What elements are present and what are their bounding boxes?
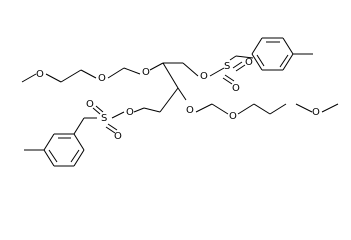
atom-o-mem-ether1: O <box>36 69 44 80</box>
bond <box>232 61 243 69</box>
bond <box>107 123 118 131</box>
atom-o-mem-ether2: O <box>98 73 106 84</box>
atom-o-ts-upper: O <box>200 71 208 82</box>
bond <box>111 111 125 119</box>
bond <box>269 103 287 115</box>
bond <box>282 37 294 55</box>
bond <box>222 77 233 85</box>
bond <box>105 126 116 134</box>
bond <box>253 103 271 115</box>
bond <box>295 103 313 113</box>
atom-o-mem2-ether1: O <box>229 111 237 122</box>
atom-o-ts-lower: O <box>126 107 134 118</box>
bond <box>95 105 104 113</box>
bond <box>235 64 246 72</box>
bond <box>162 62 179 89</box>
atom-o-mem2-ether2: O <box>312 107 320 118</box>
bond <box>224 74 235 82</box>
bond <box>92 107 101 115</box>
bond <box>60 69 82 83</box>
bond <box>43 133 55 151</box>
bond <box>45 73 62 83</box>
bond <box>321 103 339 113</box>
bond <box>159 87 179 113</box>
bonds <box>21 37 339 167</box>
bond <box>177 87 187 101</box>
atom-o-s-upper-a: O <box>232 83 240 94</box>
atom-o-s-lower-b: O <box>114 131 122 142</box>
bond <box>133 107 145 113</box>
bond <box>209 67 225 77</box>
bond <box>279 54 289 68</box>
atom-labels: O O O O S O O O S O O O O O <box>36 57 320 142</box>
bond <box>195 103 213 113</box>
bond <box>251 53 263 71</box>
bond <box>21 73 37 83</box>
bond <box>251 37 263 55</box>
bond <box>73 149 85 167</box>
bond <box>211 103 229 115</box>
bond <box>70 149 80 163</box>
bond <box>149 62 164 71</box>
bond <box>80 69 97 79</box>
bond <box>43 149 55 167</box>
bond <box>229 55 237 61</box>
atom-o-c2: O <box>142 67 150 78</box>
bond <box>235 55 254 59</box>
bond <box>48 149 58 163</box>
structure-svg: O O O O S O O O S O O O O O <box>21 37 339 167</box>
atom-o-s-upper-b: O <box>245 57 253 68</box>
bond <box>73 133 85 151</box>
bond <box>237 103 255 115</box>
atom-o-c3: O <box>186 105 194 116</box>
bond <box>143 107 161 113</box>
bond <box>123 67 141 75</box>
atom-s-upper: S <box>224 61 230 72</box>
bond <box>107 67 125 79</box>
chemical-structure-canvas: O O O O S O O O S O O O O O <box>21 37 339 167</box>
atom-o-s-lower-a: O <box>86 99 94 110</box>
bond <box>73 117 85 135</box>
bond <box>182 62 199 77</box>
bond <box>256 54 265 67</box>
bond <box>282 53 294 71</box>
atom-s-lower: S <box>101 113 107 124</box>
